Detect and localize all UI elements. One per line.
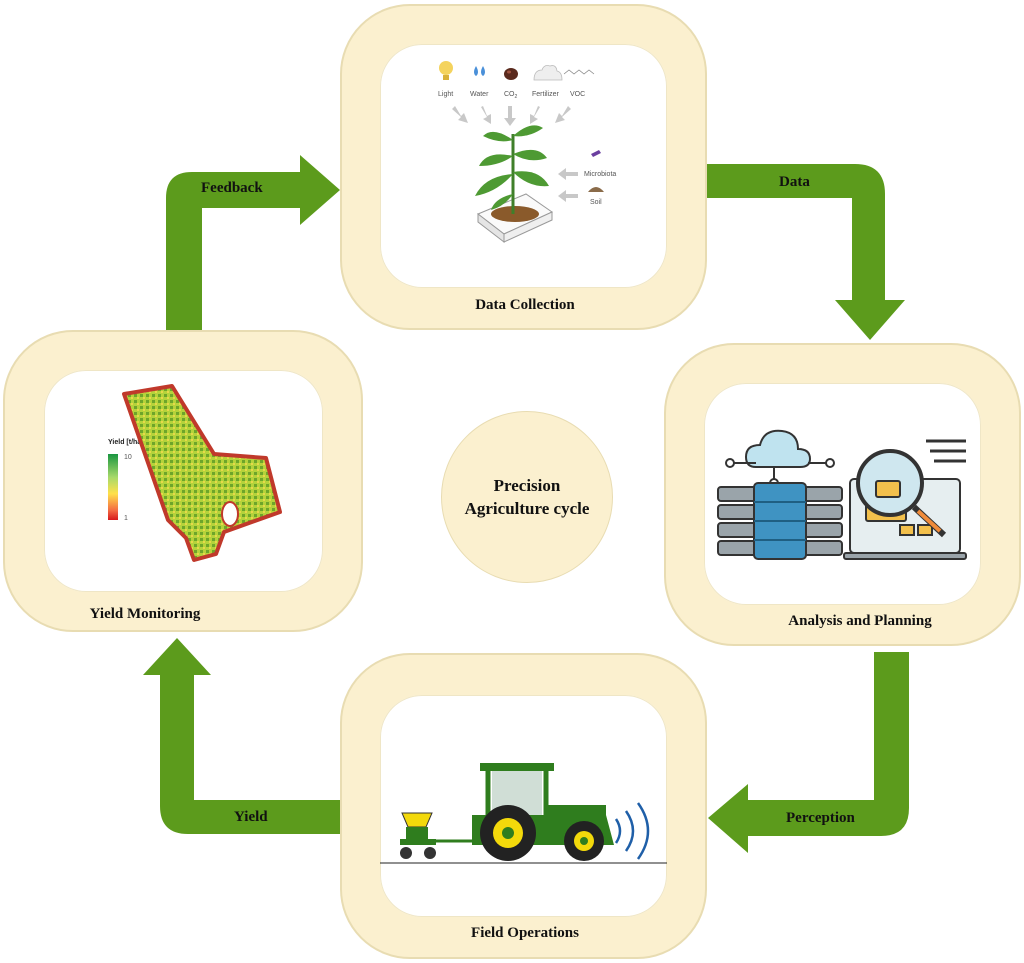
co2-label: CO2 (504, 91, 518, 100)
fertilizer-label: Fertilizer (532, 91, 560, 98)
legend-title: Yield [t/ha] (108, 439, 144, 446)
analysis-planning-label: Analysis and Planning (788, 613, 932, 629)
voc-icon (563, 69, 595, 75)
data-collection-panel: Light Water CO2 Fertilizer VOC (380, 44, 667, 288)
magnifier-icon (856, 449, 947, 538)
light-icon (439, 61, 453, 80)
microbiota-label: Microbiota (584, 171, 616, 178)
yield-map-illustration: Yield [t/ha] 10 1 (108, 384, 282, 562)
perception-arrow-label: Perception (786, 810, 855, 826)
field-map (122, 384, 282, 562)
feedback-arrow-label: Feedback (201, 180, 263, 196)
soil-icon (588, 187, 604, 192)
field-operations-panel (380, 695, 667, 917)
analysis-planning-panel (704, 383, 981, 605)
field-operations-label: Field Operations (471, 925, 579, 941)
sensor-waves-icon (614, 802, 650, 860)
analysis-illustration (717, 429, 967, 560)
microbiota-icon (591, 150, 601, 157)
water-icon (474, 66, 485, 76)
yield-monitoring-panel: Yield [t/ha] 10 1 (44, 370, 323, 592)
legend-max: 10 (124, 454, 132, 461)
yield-monitoring-label: Yield Monitoring (89, 606, 201, 622)
water-label: Water (470, 91, 489, 98)
co2-icon (504, 68, 518, 80)
seeder-icon (400, 812, 480, 859)
light-label: Light (438, 91, 453, 98)
yield-arrow (143, 638, 342, 834)
legend-min: 1 (124, 515, 128, 522)
center-title-line2: Agriculture cycle (464, 499, 590, 518)
center-title-circle: Precision Agriculture cycle (441, 411, 613, 583)
tractor-illustration (380, 763, 667, 864)
perception-arrow (708, 652, 909, 853)
server-icon (717, 482, 843, 560)
data-collection-label: Data Collection (475, 297, 575, 313)
voc-label: VOC (570, 91, 585, 98)
cloud-icon (725, 429, 835, 488)
fertilizer-icon (533, 65, 563, 81)
plant-illustration: Light Water CO2 Fertilizer VOC (438, 61, 616, 244)
plant-icon (475, 125, 554, 244)
center-title-line1: Precision (493, 476, 561, 495)
feedback-arrow (166, 155, 340, 335)
input-arrows (452, 106, 578, 202)
data-arrow-label: Data (779, 174, 810, 190)
tractor-icon (472, 763, 614, 861)
data-arrow (706, 164, 905, 340)
yield-arrow-label: Yield (234, 809, 268, 825)
legend-scale (108, 454, 118, 520)
soil-label: Soil (590, 199, 602, 206)
